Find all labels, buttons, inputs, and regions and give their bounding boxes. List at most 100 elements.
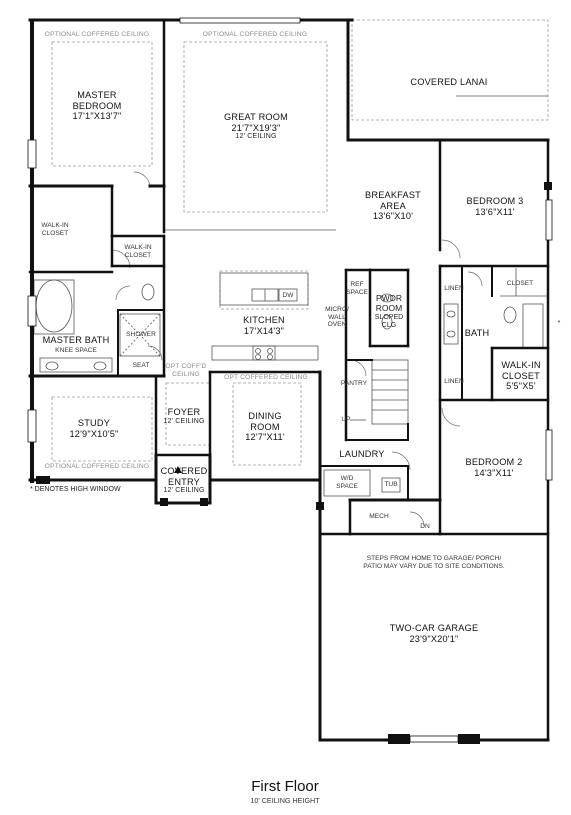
breakfast-name-2: AREA [380, 200, 406, 211]
mech-label: MECH [369, 513, 389, 520]
dining-optional-coffered-ceiling: OPT COFFERED CEILING [224, 374, 308, 381]
master-optional-coffered-ceiling: OPTIONAL COFFERED CEILING [44, 31, 150, 38]
thin-lines [33, 95, 548, 497]
bedroom-2-dims: 14'3"X11' [474, 467, 514, 478]
burner [255, 348, 261, 354]
shower-label: SHOWER [126, 331, 156, 338]
walkin-closet-name-2: CLOSET [502, 370, 540, 381]
dining-name-2: ROOM [250, 421, 280, 432]
dn-label: DN [420, 523, 430, 530]
master-bedroom-label: MASTER BEDROOM 17'1"X13'7" [72, 90, 121, 122]
great-room-label: GREAT ROOM 21'7"X19'3" 12' CEILING [224, 112, 288, 141]
bath-toilet [503, 306, 517, 324]
walkin-closet-bed2-label: WALK-IN CLOSET 5'5"X5' [501, 360, 540, 392]
floor-title: First Floor [251, 778, 319, 795]
great-room-dims: 21'7"X19'3" [231, 122, 281, 133]
kitchen-dims: 17'X14'3" [243, 325, 285, 336]
kitchen-name: KITCHEN [243, 315, 285, 325]
master-bedroom-dims: 17'1"X13'7" [72, 111, 122, 122]
wall-blocks [36, 182, 552, 744]
ref-space-label: REF SPACE [346, 281, 368, 296]
study-label: STUDY 12'9"X10'5" [69, 418, 118, 439]
master-bedroom-name-2: BEDROOM [72, 100, 122, 111]
high-window-note: * DENOTES HIGH WINDOW [30, 486, 121, 493]
study-dims: 12'9"X10'5" [69, 428, 119, 439]
kitchen-label: KITCHEN 17'X14'3" [243, 315, 285, 336]
bath-label: BATH [464, 328, 490, 338]
great-room-optional-coffered-ceiling: OPTIONAL COFFERED CEILING [202, 31, 308, 38]
breakfast-dims: 13'6"X10' [372, 211, 414, 222]
great-room-name: GREAT ROOM [224, 112, 288, 122]
bedroom-3-name: BEDROOM 3 [466, 196, 524, 206]
knee-space-label: KNEE SPACE [55, 347, 97, 354]
dishwasher [278, 288, 298, 302]
study-coffered-outline [51, 396, 153, 462]
covered-entry-name-1: COVERED [160, 466, 208, 476]
kitchen-island-dashed [219, 270, 309, 310]
garage-dims: 23'9"X20'1" [409, 633, 459, 644]
dining-name-1: DINING [248, 411, 282, 421]
study-name: STUDY [77, 418, 111, 428]
closet-label: CLOSET [506, 280, 534, 287]
covered-entry-label: COVERED ENTRY 12' CEILING [161, 466, 208, 495]
pwdr-room-label: PWDR ROOM SLOPED CLG [374, 293, 404, 329]
seat-label: SEAT [132, 362, 150, 369]
bedroom-2-label: BEDROOM 2 14'3"X11' [466, 457, 523, 478]
burner [267, 348, 273, 354]
opt-coffd-ceiling-label: OPT COFF'D CEILING [165, 363, 207, 378]
stairs [371, 359, 409, 425]
breakfast-name-1: BREAKFAST [365, 190, 421, 200]
foyer-label: FOYER 12' CEILING [163, 407, 204, 426]
dw-label: DW [282, 292, 294, 299]
master-coffered-outline [51, 41, 153, 167]
foyer-name: FOYER [167, 407, 201, 417]
study-optional-coffered-ceiling: OPTIONAL COFFERED CEILING [44, 463, 150, 470]
up-label: UP [341, 416, 351, 423]
covered-entry-name-2: ENTRY [168, 476, 200, 487]
laundry-tub [381, 477, 401, 493]
bedroom-3-dims: 13'6"X11' [475, 206, 515, 217]
walkin-closet-dims: 5'5"X5' [506, 381, 536, 392]
shower [119, 313, 161, 357]
wd-space [323, 469, 371, 497]
master-bedroom-name-1: MASTER [77, 90, 117, 100]
bedroom-3-label: BEDROOM 3 13'6"X11' [467, 196, 524, 217]
covered-entry-ceiling: 12' CEILING [163, 487, 205, 495]
laundry-label: LAUNDRY [339, 449, 385, 459]
burner [255, 354, 261, 360]
tub-label: TUB [384, 481, 398, 488]
floor-subtitle: 10' CEILING HEIGHT [250, 796, 320, 805]
two-car-garage-label: TWO-CAR GARAGE 23'9"X20'1" [390, 623, 479, 644]
great-room-ceiling: 12' CEILING [235, 133, 277, 141]
pantry-label: PANTRY [340, 380, 368, 387]
kitchen-island [219, 272, 309, 306]
tub-bath [522, 303, 544, 349]
dining-dims: 12'7"X11' [245, 432, 285, 443]
lanai-dashed-outline [351, 19, 549, 121]
high-window-asterisk: * [557, 320, 561, 327]
arrow [174, 466, 182, 473]
linen-top-label: LINEN [444, 285, 464, 292]
garage-name: TWO-CAR GARAGE [389, 623, 479, 633]
burner [267, 354, 273, 360]
walkin-closet-left-label: WALK-IN CLOSET [41, 222, 69, 237]
great-room-coffered-outline [183, 41, 328, 213]
foyer-ceiling: 12' CEILING [163, 417, 205, 425]
outer-left-wall [30, 20, 34, 483]
bedroom-2-name: BEDROOM 2 [465, 457, 523, 467]
covered-lanai-label: COVERED LANAI [410, 77, 488, 87]
linen-bottom-label: LINEN [444, 378, 464, 385]
range [252, 345, 276, 361]
master-bath-label: MASTER BATH [42, 335, 110, 345]
micro-wall-oven-label: MICRO/ WALL OVEN [325, 306, 349, 329]
range-counter [211, 345, 319, 361]
master-toilet [141, 283, 155, 301]
pwdr-toilet [381, 314, 393, 330]
master-tub [35, 279, 73, 333]
steps-note: STEPS FROM HOME TO GARAGE/ PORCH/ PATIO … [363, 555, 505, 570]
dining-room-label: DINING ROOM 12'7"X11' [245, 411, 285, 443]
windows [27, 17, 553, 743]
walkin-closet-mid-label: WALK-IN CLOSET [124, 244, 152, 259]
walkin-closet-name-1: WALK-IN [501, 360, 541, 370]
